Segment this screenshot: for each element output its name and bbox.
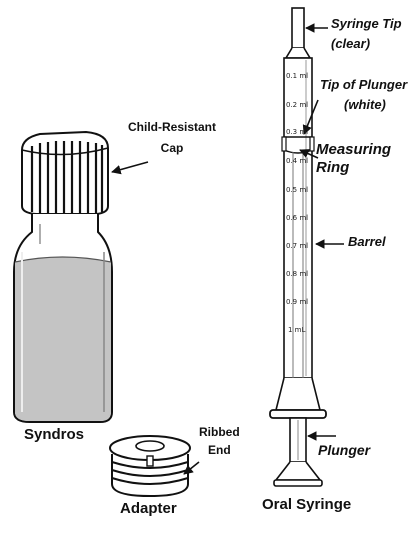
measuring-ring-line2: Ring — [316, 159, 350, 177]
ribbed-end-line2: End — [208, 442, 231, 457]
child-resistant-cap — [21, 130, 109, 215]
cap-label-line1: Child-Resistant — [127, 120, 216, 134]
plunger — [273, 417, 323, 487]
cap-label-line2: Cap — [160, 140, 184, 155]
syringe-tip — [291, 7, 305, 49]
ribbed-end-label: Ribbed End — [199, 425, 240, 458]
syringe-tip-label: Syringe Tip (clear) — [331, 16, 402, 52]
plunger-tip-line1: Tip of Plunger — [320, 77, 408, 92]
plunger-rod — [292, 152, 304, 378]
plunger-label: Plunger — [318, 442, 371, 458]
cap-arrow — [111, 161, 149, 175]
oral-syringe-label: Oral Syringe — [262, 496, 352, 513]
scale-tick: 0.1 ml — [286, 72, 309, 80]
scale-tick: 0.3 ml — [286, 128, 309, 136]
plunger-tip-label: Tip of Plunger (white) — [320, 77, 408, 113]
adapter — [109, 435, 200, 498]
bottle-liquid — [15, 257, 111, 421]
syringe-tip-line2: (clear) — [331, 35, 371, 51]
adapter-label: Adapter — [120, 500, 177, 517]
syringe-tip-line1: Syringe Tip — [331, 16, 402, 31]
bottle — [13, 130, 149, 423]
cap-label: Child-Resistant Cap — [124, 120, 220, 156]
scale-tick: 0.7 ml — [286, 242, 309, 250]
oral-syringe — [269, 7, 344, 487]
measuring-ring-arrow — [299, 149, 319, 159]
plunger-tip-arrow — [302, 99, 319, 135]
barrel — [283, 57, 313, 379]
scale-tick: 0.6 ml — [286, 214, 309, 222]
scale-tick: 1 mL — [288, 326, 306, 334]
measuring-ring-label: Measuring Ring — [316, 141, 391, 177]
scale-tick: 0.2 ml — [286, 101, 309, 109]
scale-tick: 0.4 ml — [286, 157, 309, 165]
scale-tick: 0.8 ml — [286, 270, 309, 278]
measuring-ring-line1: Measuring — [316, 141, 392, 158]
syndros-label: Syndros — [24, 426, 85, 443]
plunger-tip-line2: (white) — [344, 96, 386, 112]
scale-tick: 0.9 ml — [286, 298, 309, 306]
ribbed-end-line1: Ribbed — [199, 425, 240, 439]
barrel-label: Barrel — [348, 234, 386, 249]
ribbed-arrow — [183, 461, 200, 475]
scale-tick: 0.5 ml — [286, 186, 309, 194]
